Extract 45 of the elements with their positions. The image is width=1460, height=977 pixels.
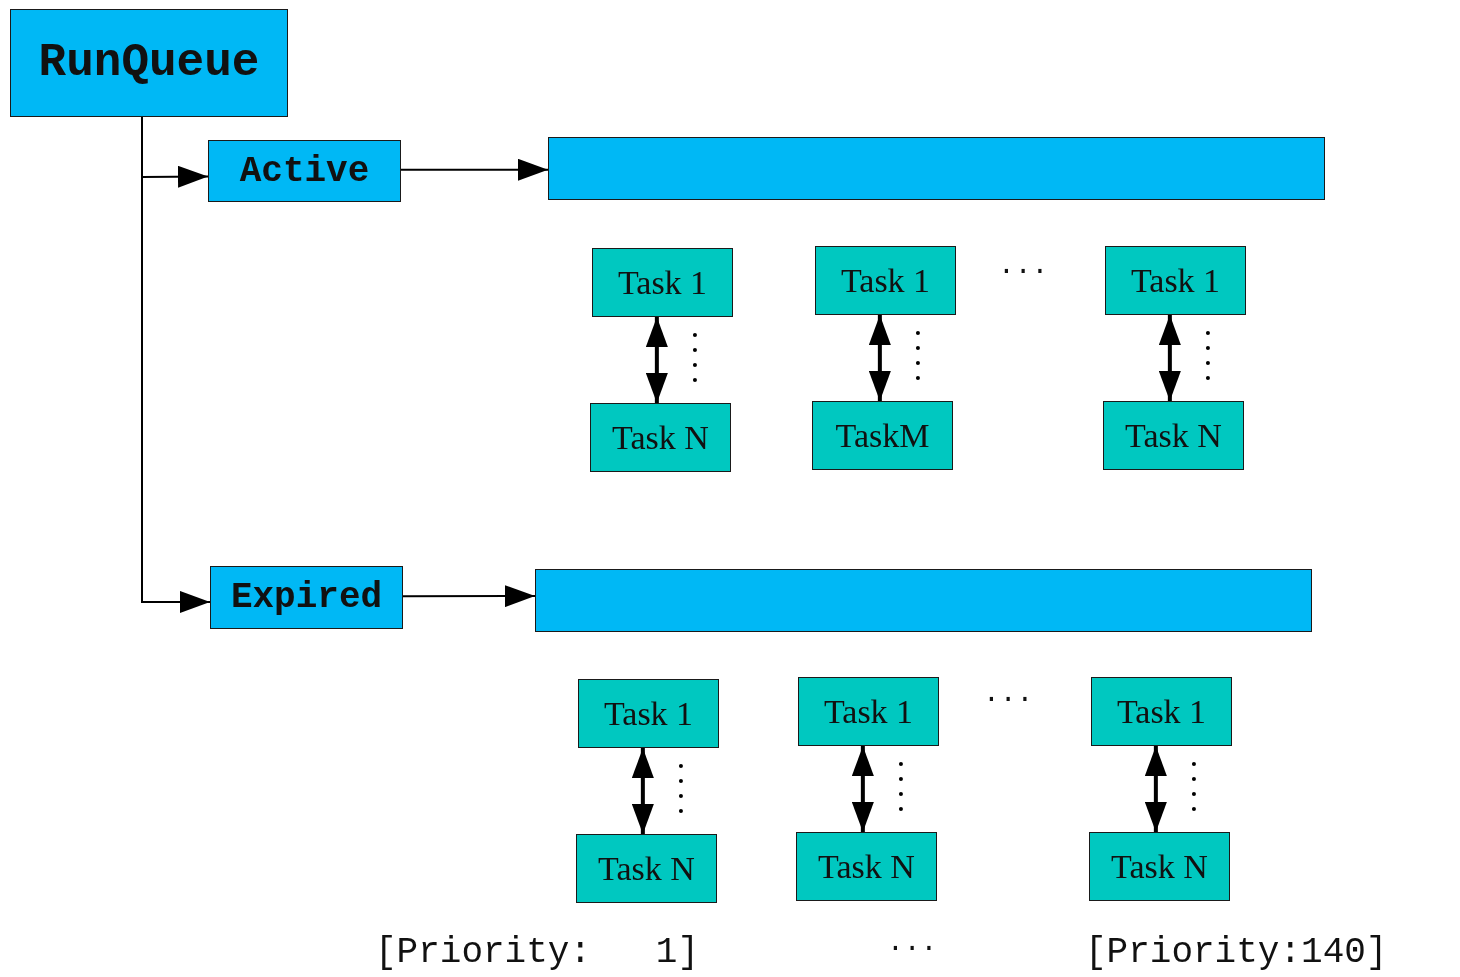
ellipsis: ···: [998, 258, 1049, 286]
task-box: [1089, 832, 1230, 901]
double-arrow: [1144, 746, 1167, 832]
queue-label: Active: [239, 150, 370, 192]
task-box: [1091, 677, 1232, 746]
double-arrow: [868, 315, 891, 401]
queue-label: Expired: [230, 577, 383, 618]
task-label: Task 1: [603, 694, 694, 733]
double-arrow: [851, 746, 874, 832]
task-box: [1103, 401, 1244, 470]
task-box: [578, 679, 719, 748]
task-box: [796, 832, 937, 901]
task-box: [592, 248, 733, 317]
task-label: Task N: [818, 847, 915, 886]
task-label: TaskM: [835, 416, 930, 455]
double-arrow: [631, 748, 654, 834]
task-label: Task 1: [1130, 261, 1221, 300]
task-label: Task N: [1125, 416, 1222, 455]
arrow: [400, 158, 549, 181]
task-box: [1105, 246, 1246, 315]
task-label: Task 1: [840, 261, 931, 300]
task-label: Task 1: [823, 692, 914, 731]
arrow: [402, 585, 536, 608]
priority-label: [Priority: 1]: [375, 935, 700, 971]
task-label: Task 1: [617, 263, 708, 302]
task-label: Task N: [1111, 847, 1208, 886]
ellipsis: ···: [983, 686, 1034, 714]
queue-label: RunQueue: [38, 37, 260, 89]
ellipsis: ···: [887, 935, 938, 963]
queue-label-box: [10, 9, 288, 117]
queue-bar: [548, 137, 1325, 200]
queue-label-box: [208, 140, 401, 202]
double-arrow: [1158, 315, 1181, 401]
task-box: [815, 246, 956, 315]
task-label: Task N: [612, 418, 709, 457]
task-box: [590, 403, 731, 472]
task-label: Task 1: [1116, 692, 1207, 731]
task-label: Task N: [598, 849, 695, 888]
task-box: [576, 834, 717, 903]
double-arrow: [645, 317, 668, 403]
queue-label-box: [210, 566, 403, 629]
task-box: [812, 401, 953, 470]
task-box: [798, 677, 939, 746]
priority-label: [Priority:140]: [1085, 935, 1388, 971]
queue-bar: [535, 569, 1312, 632]
